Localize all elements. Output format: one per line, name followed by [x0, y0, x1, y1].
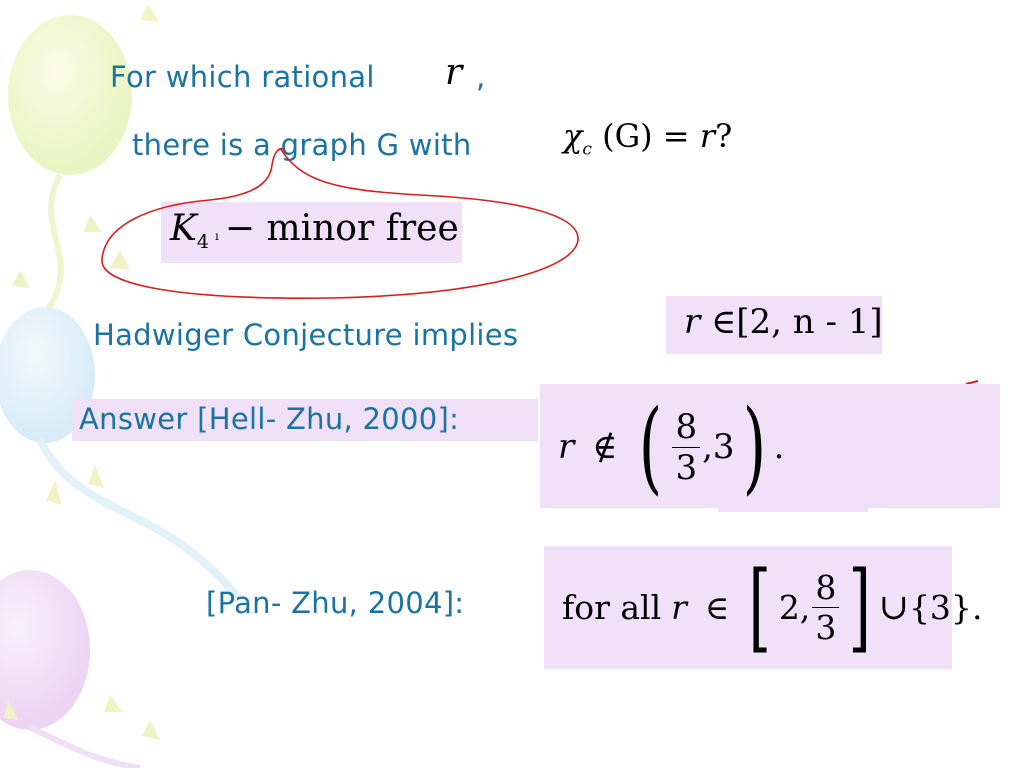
- pan-zhu-box: [544, 546, 952, 669]
- pan-zhu-set: {3}: [908, 587, 972, 627]
- answer-box: [540, 384, 1000, 508]
- comma-text: ,: [476, 60, 486, 94]
- answer-lparen: (: [639, 388, 663, 505]
- answer-numerator: 8: [672, 410, 701, 448]
- pan-zhu-formula: for all r ∈ [ 2, 8 3 ] ∪ {3} .: [562, 552, 982, 662]
- pan-zhu-denominator: 3: [815, 607, 837, 647]
- hadwiger-box: [666, 296, 882, 354]
- blue-balloon: [0, 307, 95, 443]
- chi-formula: χc (G) = r?: [563, 117, 732, 159]
- k-sub: 4: [196, 231, 209, 254]
- pan-zhu-rbracket: ]: [848, 551, 872, 663]
- hadwiger-rel: ∈: [711, 302, 737, 342]
- question-text-2: there is a graph G with: [132, 128, 472, 162]
- answer-rparen: ): [742, 388, 766, 505]
- blue-streamer: [36, 438, 244, 603]
- pan-zhu-two: 2,: [778, 587, 811, 627]
- chi-symbol: χ: [563, 117, 583, 155]
- confetti: [4, 700, 18, 720]
- answer-var: r: [558, 427, 575, 467]
- confetti: [46, 480, 62, 505]
- answer-text: Answer [Hell- Zhu, 2000]:: [79, 402, 460, 436]
- pan-zhu-fraction: 8 3: [812, 571, 840, 647]
- k-tick: ı: [215, 229, 219, 243]
- pan-zhu-dot: .: [971, 587, 983, 627]
- hadwiger-var: r: [684, 302, 701, 342]
- yellow-streamer: [37, 173, 64, 322]
- answer-box-extension: [718, 500, 868, 512]
- pan-zhu-prefix: for all: [562, 587, 662, 627]
- rational-r: r: [445, 52, 462, 93]
- hadwiger-interval: [2, n - 1]: [736, 302, 883, 342]
- question-line-1: For which rational: [110, 60, 375, 94]
- answer-fraction: 8 3: [672, 410, 701, 488]
- answer-label: Answer [Hell- Zhu, 2000]:: [79, 402, 459, 436]
- pan-zhu-text: [Pan- Zhu, 2004]:: [206, 586, 465, 620]
- confetti: [104, 695, 122, 712]
- confetti: [110, 250, 130, 270]
- answer-denominator: 3: [675, 447, 698, 488]
- question-mark: ?: [715, 117, 733, 155]
- answer-dot: .: [773, 427, 785, 467]
- hadwiger-text: Hadwiger Conjecture implies: [93, 318, 518, 352]
- minor-free-text: − minor free: [224, 208, 459, 249]
- pan-zhu-lbracket: [: [748, 551, 772, 663]
- question-line-2: there is a graph G with: [132, 128, 472, 162]
- confetti: [84, 215, 102, 232]
- chi-var: r: [699, 117, 716, 155]
- confetti: [12, 270, 30, 288]
- confetti: [88, 465, 104, 488]
- pan-zhu-rel: ∈: [704, 587, 730, 627]
- hadwiger-label: Hadwiger Conjecture implies: [93, 318, 519, 352]
- yellow-balloon: [8, 15, 132, 175]
- answer-label-box: [72, 399, 538, 441]
- hadwiger-formula: r ∈[2, n - 1]: [684, 302, 883, 342]
- answer-sep: ,3: [702, 427, 735, 467]
- question-text: For which rational: [110, 60, 375, 94]
- pan-zhu-label: [Pan- Zhu, 2004]:: [206, 586, 464, 620]
- k-symbol: K: [170, 208, 197, 249]
- confetti: [140, 5, 160, 22]
- answer-formula: r ∉ ( 8 3 ,3 ) .: [558, 392, 784, 502]
- chi-sub: c: [582, 139, 592, 160]
- var-r: r: [445, 52, 463, 93]
- purple-balloon: [0, 570, 90, 730]
- pan-zhu-union: ∪: [878, 586, 909, 628]
- chi-rest: (G) =: [602, 117, 700, 155]
- comma: ,: [476, 60, 486, 94]
- answer-rel: ∉: [592, 427, 618, 467]
- purple-streamer: [28, 725, 141, 768]
- pan-zhu-var: r: [671, 587, 687, 627]
- pan-zhu-numerator: 8: [812, 571, 840, 608]
- confetti: [142, 720, 160, 740]
